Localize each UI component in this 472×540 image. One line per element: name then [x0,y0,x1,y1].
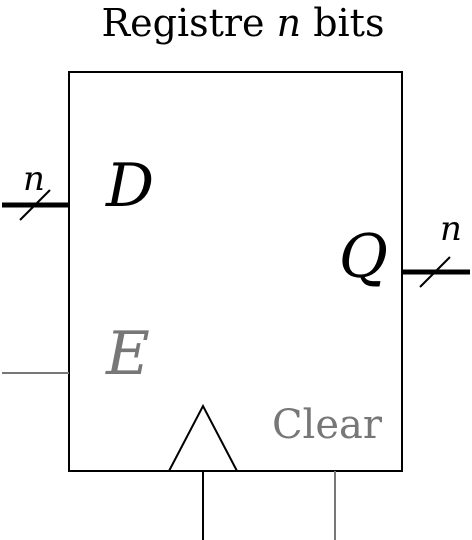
q-bus-width-label: n [440,209,462,249]
title-variable: n [277,1,301,45]
d-bus-width-slash [19,189,51,221]
e-port-label: E [105,319,150,389]
clock-triangle-icon [168,403,238,472]
q-bus-width-slash [419,256,451,288]
clear-port-label: Clear [272,402,383,448]
d-bus-width-label: n [23,159,45,199]
diagram-title: Registre n bits [102,1,385,45]
title-prefix: Registre [102,1,277,45]
d-port-label: D [105,151,154,221]
q-port-label: Q [339,222,388,292]
title-suffix: bits [301,1,384,45]
